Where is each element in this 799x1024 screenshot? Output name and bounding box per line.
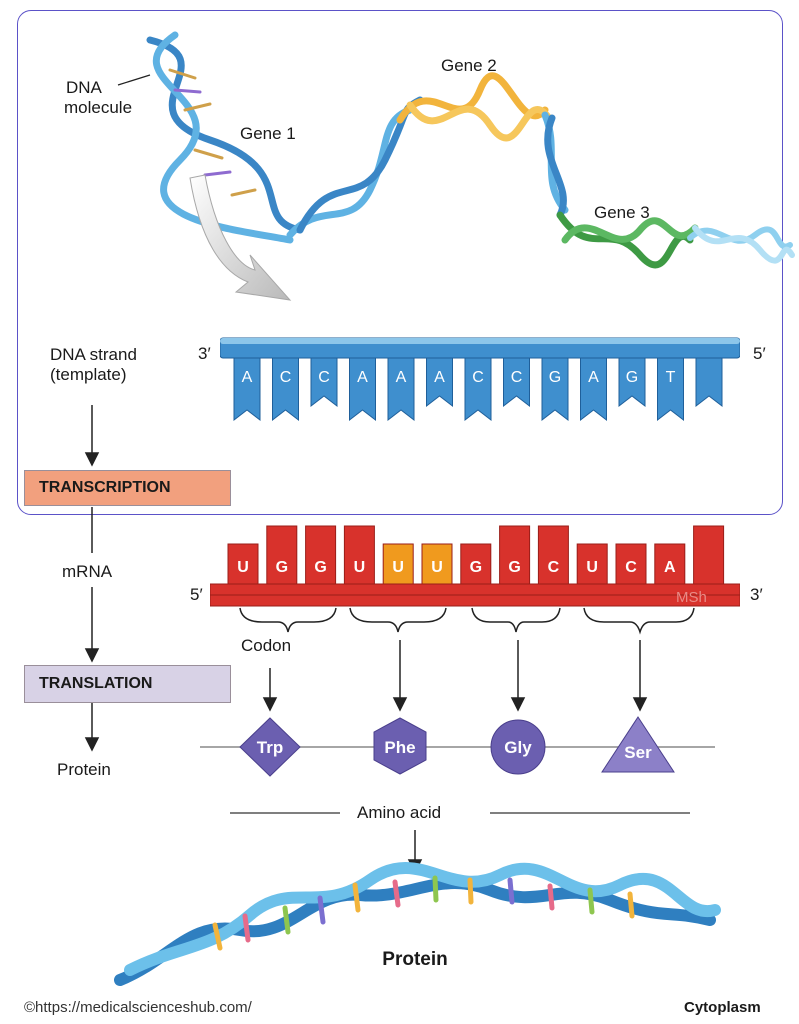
dna-base-tooth: G [618,357,646,408]
translation-label: TRANSLATION [24,665,231,703]
mrna-base-letter: A [664,559,676,576]
mrna-base-letter: C [548,559,560,576]
amino-acid-phe-shape [373,717,427,775]
dna-base-letter: A [588,369,599,386]
gene1-label: Gene 1 [240,124,296,143]
protein-left-label: Protein [57,760,111,779]
mrna-base-tooth: A [654,543,686,585]
mrna-base-letter: U [354,559,366,576]
dna-molecule-label: DNA molecule [64,78,132,118]
dna-base-tooth: A [349,357,376,422]
mrna-end-right: 3′ [750,585,763,604]
amino-acid-ser-shape [601,716,675,773]
mrna-base-tooth: U [343,525,375,585]
mrna-base-tooth: U [382,543,414,585]
mrna-base-letter: G [508,559,520,576]
dna-base-letter: A [357,369,368,386]
mrna-base-letter: U [237,559,249,576]
mrna-base-tooth: U [227,543,259,585]
dna-base-letter: C [318,369,330,386]
dna-base-tooth [695,357,723,408]
dna-molecule-illustration [117,31,795,301]
dna-base-letter: A [434,369,445,386]
dna-base-letter: C [280,369,292,386]
dna-base-letter: A [396,369,407,386]
dna-base-tooth: C [272,357,299,422]
nucleus-frame [17,10,783,515]
dna-base-letter: T [666,369,676,386]
dna-base-tooth: C [310,357,338,408]
dna-base-letter: C [472,369,484,386]
left-flow-arrows [84,405,100,752]
gene3-helix [556,211,699,269]
dna-end-left: 3′ [198,344,211,363]
mrna-base-letter: C [625,559,637,576]
amino-acid-gly-shape [490,719,546,775]
dna-base-letter: A [242,369,253,386]
gene3-label: Gene 3 [594,203,650,222]
protein-helix: Protein [114,830,721,986]
dna-base-letter: C [511,369,523,386]
dna-base-tooth: A [387,357,415,422]
mrna-base-tooth: G [266,525,298,585]
dna-strand-label: DNA strand (template) [50,345,137,385]
mrna-base-tooth: C [537,525,569,585]
dna-molecule-label-line1: DNA [66,78,102,97]
watermark: MSh [676,589,707,606]
transcription-label: TRANSCRIPTION [24,470,231,506]
dna-end-right: 5′ [753,344,766,363]
dna-base-tooth: A [233,357,261,422]
mrna-end-left: 5′ [190,585,203,604]
copyright-text: ©https://medicalscienceshub.com/ [24,999,252,1016]
dna-base-letter: G [626,369,638,386]
mrna-base-tooth: G [499,525,531,585]
mrna-base-tooth [693,525,725,585]
codon-label: Codon [241,636,292,655]
dna-base-tooth: A [426,357,453,408]
amino-acid-label: Amino acid [357,803,442,822]
amino-acid-trp-label: Trp [257,738,283,757]
dna-base-tooth: A [580,357,607,422]
amino-acid-gly-label: Gly [504,738,532,757]
dna-base-letter: G [549,369,561,386]
mrna-base-tooth: U [576,543,608,585]
mrna-base-letter: G [314,559,326,576]
gene2-helix [396,72,554,142]
amino-acid-trp-shape [239,717,301,777]
dna-base-tooth: T [657,357,684,422]
gene1-helix [146,31,304,244]
gene2-label: Gene 2 [441,56,497,75]
dna-base-tooth: C [464,357,492,422]
mrna-base-letter: U [392,559,404,576]
mrna-base-letter: U [431,559,443,576]
mrna-base-tooth: U [421,543,453,585]
dna-strand-label-line1: DNA strand [50,345,137,364]
dna-base-tooth: G [541,357,569,422]
mrna-base-tooth: G [305,525,337,585]
dna-molecule-label-line2: molecule [64,98,133,117]
dna-base-tooth: C [503,357,530,408]
mrna-base-letter: U [586,559,598,576]
mrna-base-tooth: C [615,543,647,585]
mrna-base-tooth: G [460,543,492,585]
dna-strand-label-line2: (template) [50,365,127,384]
mrna-base-letter: G [470,559,482,576]
mrna-base-letter: G [276,559,288,576]
amino-acid-ser-label: Ser [624,743,652,762]
protein-bottom-label: Protein [382,949,447,970]
transcription-arrow [189,174,292,301]
cytoplasm-label: Cytoplasm [684,999,761,1016]
mrna-strand: U G G U U U G G C U C A MSh [210,525,740,607]
amino-acid-phe-label: Phe [384,738,415,757]
mrna-label: mRNA [62,562,113,581]
codon-translation-graphic: Trp Phe Gly Ser [200,607,715,814]
